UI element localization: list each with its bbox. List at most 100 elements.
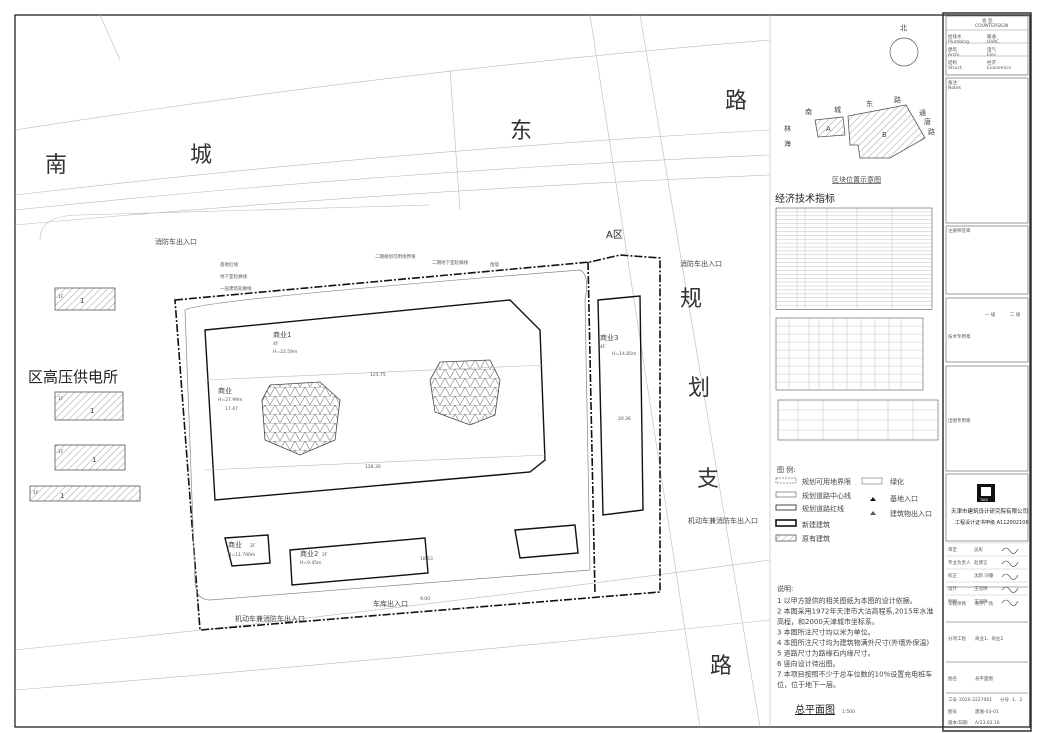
svg-text:路: 路 — [710, 654, 732, 679]
sub-no: 1、2 — [1012, 697, 1022, 703]
svg-text:A: A — [826, 125, 831, 133]
company-name: 天津市建筑设计研究院有限公司 — [951, 507, 1028, 515]
svg-text:二期地下室轮廓线: 二期地下室轮廓线 — [432, 259, 468, 266]
svg-text:18.53: 18.53 — [420, 556, 433, 562]
svg-text:Notes: Notes — [948, 85, 962, 91]
svg-text:区块位置示意图: 区块位置示意图 — [832, 175, 881, 184]
building-entry-icon — [870, 511, 876, 515]
svg-text:北: 北 — [900, 24, 907, 32]
svg-text:H=14.85m: H=14.85m — [612, 351, 636, 357]
skylight-west — [261, 381, 341, 456]
role-name: 王冠玮 — [974, 598, 988, 605]
legend: 图 例: 规划可用地界限 规划道路中心线 规划道路红线 新建建筑 原有建筑 绿化… — [775, 465, 932, 543]
econ-tables — [775, 207, 939, 441]
notes: 说明:1 以甲方提供的相关图纸为本图的设计依据。2 本图采用1972年天津市大沽… — [777, 584, 934, 689]
svg-text:南: 南 — [805, 107, 812, 116]
svg-text:17.47: 17.47 — [225, 406, 238, 412]
svg-text:H=9.45m: H=9.45m — [300, 560, 322, 566]
vehicle-entry-east: 机动车兼消防车出入口 — [688, 516, 758, 525]
role-label: 审定 — [948, 546, 957, 553]
svg-text:1F: 1F — [58, 294, 64, 300]
note-line: 高程，和2000天津城市坐标系。 — [777, 617, 879, 626]
internal-road — [184, 269, 591, 601]
signature — [1001, 599, 1019, 606]
svg-text:路: 路 — [894, 95, 901, 104]
garage-entry: 车库出入口 — [373, 599, 408, 608]
field-value: 总平面图 — [975, 675, 993, 682]
fire-entry-east: 消防车出入口 — [680, 259, 722, 268]
signature — [1001, 573, 1019, 580]
svg-text:20.36: 20.36 — [618, 416, 631, 422]
svg-text:城: 城 — [834, 106, 841, 114]
north-arrow-icon — [889, 37, 919, 67]
discipline-label-en: Elec. — [987, 52, 998, 58]
svg-text:4F: 4F — [600, 344, 606, 350]
field-label: 图名 — [948, 675, 957, 682]
signature — [1001, 586, 1019, 593]
discipline-label: 建筑 — [948, 46, 957, 53]
discipline-label-en: Plumbing — [948, 39, 969, 45]
svg-text:备注: 备注 — [948, 79, 957, 86]
svg-text:B: B — [882, 131, 887, 139]
svg-text:商业1: 商业1 — [273, 330, 291, 339]
road-name-east: 规 划 支 路 — [680, 287, 732, 679]
notes-title: 说明: — [777, 584, 793, 593]
drawing-no: 建施-03-01 — [975, 708, 999, 715]
svg-text:1: 1 — [92, 456, 96, 464]
note-line: 4 本图所注尺寸均为建筑物满外尺寸(外墙外保温) — [777, 638, 929, 647]
new-buildings — [204, 295, 644, 586]
role-name: 赵博言 — [974, 559, 988, 566]
site-entry-icon — [870, 497, 876, 501]
discipline-label-en: Economics — [987, 65, 1012, 71]
svg-text:原有建筑: 原有建筑 — [802, 534, 830, 543]
role-label: 设计 — [948, 585, 957, 592]
discipline-label-en: Archi. — [948, 52, 961, 58]
job-no: 2020-2227061 — [959, 697, 992, 703]
svg-text:海: 海 — [784, 139, 791, 148]
svg-text:H=11.790m: H=11.790m — [228, 552, 255, 558]
svg-text:新建建筑: 新建建筑 — [802, 520, 830, 529]
svg-text:1F: 1F — [58, 396, 64, 402]
svg-text:通: 通 — [919, 108, 926, 117]
svg-text:路: 路 — [725, 89, 747, 114]
note-line: 2 本图采用1972年天津市大沽高程系,2015年水准 — [777, 607, 934, 616]
svg-text:基地红线: 基地红线 — [220, 261, 238, 268]
svg-text:建筑物出入口: 建筑物出入口 — [890, 509, 932, 518]
role-name: 吴彤 — [974, 546, 983, 553]
roads — [14, 14, 771, 728]
svg-text:图 例:: 图 例: — [777, 465, 796, 474]
svg-text:一层建筑轮廓线: 一层建筑轮廓线 — [220, 285, 252, 292]
svg-text:H=27.99m: H=27.99m — [218, 397, 242, 403]
field-value: 劝学广场 — [975, 600, 993, 607]
signature — [1001, 560, 1019, 567]
svg-text:1: 1 — [60, 492, 64, 500]
svg-text:1F: 1F — [58, 449, 64, 455]
field-value: 商业1、商业2 — [975, 635, 1003, 642]
svg-text:规划道路红线: 规划道路红线 — [802, 504, 844, 513]
svg-text:4F: 4F — [273, 341, 279, 347]
svg-text:125.75: 125.75 — [370, 372, 386, 378]
site-boundary — [174, 254, 661, 631]
svg-text:128.30: 128.30 — [365, 464, 381, 470]
discipline-label: 经济 — [987, 59, 996, 66]
svg-text:9.00: 9.00 — [420, 596, 430, 602]
title-block: 会 签 COUNTERSIGN 给排水Plumbing暖通HVAC建筑Archi… — [945, 15, 1029, 726]
existing-buildings — [29, 287, 141, 502]
svg-text:商业: 商业 — [218, 386, 232, 395]
discipline-label: 电气 — [987, 46, 996, 53]
role-label: 专业负责人 — [948, 559, 971, 566]
drawing-no-label: 图号 — [948, 709, 957, 715]
econ-title: 经济技术指标 — [775, 192, 835, 205]
svg-text:东: 东 — [866, 99, 873, 108]
svg-text:划: 划 — [688, 376, 710, 401]
legend-swatch — [775, 519, 797, 527]
role-name: 沈新 刘睿 — [974, 572, 994, 579]
signature — [1001, 547, 1019, 554]
job-no-label: 工号 — [948, 697, 957, 703]
svg-text:商业3: 商业3 — [600, 333, 618, 342]
svg-text:二期规划可用地界限: 二期规划可用地界限 — [375, 253, 416, 260]
drawing-title: 总平面图 — [795, 703, 835, 716]
field-label: 分项工程 — [948, 635, 966, 642]
table-frame — [775, 317, 924, 391]
